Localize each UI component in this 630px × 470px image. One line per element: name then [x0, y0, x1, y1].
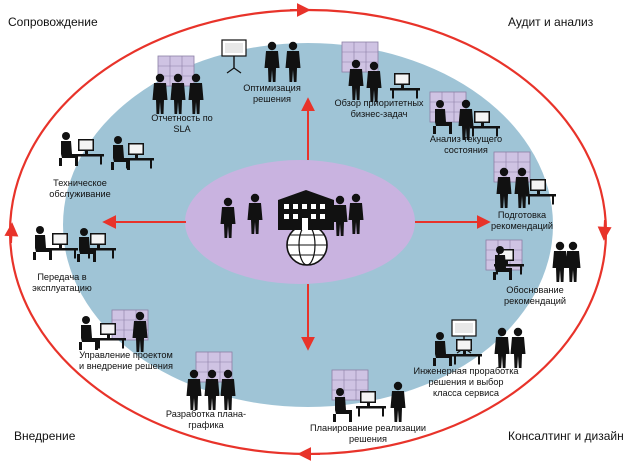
step-label-line: SLA	[173, 124, 191, 134]
step-label-line: рекомендаций	[504, 296, 566, 306]
step-label-line: Отчетность по	[151, 113, 213, 123]
outer-cycle-ring	[4, 3, 612, 461]
step-label-line: Управление проектом	[79, 350, 173, 360]
step-label-line: состояния	[444, 145, 488, 155]
step-label-line: класса сервиса	[433, 388, 500, 398]
step-label-line: Разработка плана-	[166, 409, 246, 419]
phase-label-bottom-left: Внедрение	[14, 429, 76, 443]
cycle-arrow-icon	[597, 219, 612, 241]
step-label-line: Подготовка	[498, 210, 547, 220]
step-label-line: бизнес-задач	[351, 109, 408, 119]
step-label-line: Передача в	[37, 272, 86, 282]
step-label-line: решения	[253, 94, 291, 104]
step-label-line: Техническое	[53, 178, 107, 188]
step-label-line: Оптимизация	[243, 83, 301, 93]
cycle-arrow-icon	[4, 222, 19, 244]
phase-label-top-left: Сопровождение	[8, 15, 98, 29]
step-label-line: решения и выбор	[428, 377, 503, 387]
spokes	[102, 97, 491, 351]
step-label-line: Инженерная проработка	[413, 366, 519, 376]
building-globe-people-icon	[220, 190, 364, 266]
step-label-line: эксплуатацию	[32, 283, 92, 293]
step-label: Разработка плана-графика	[166, 409, 246, 430]
phase-label-top-right: Аудит и анализ	[508, 15, 594, 29]
step-label-line: Анализ текущего	[430, 134, 502, 144]
step-label-line: рекомендаций	[491, 221, 553, 231]
step-label-line: обслуживание	[49, 189, 110, 199]
step-label-line: графика	[188, 420, 224, 430]
step-label-line: и внедрение решения	[79, 361, 173, 371]
step-label-line: решения	[349, 434, 387, 444]
step-label-line: Планирование реализации	[310, 423, 426, 433]
phase-label-bottom-right: Консалтинг и дизайн	[508, 429, 624, 443]
step-label-line: Обзор приоритетных	[334, 98, 423, 108]
step-label-line: Обоснование	[506, 285, 564, 295]
